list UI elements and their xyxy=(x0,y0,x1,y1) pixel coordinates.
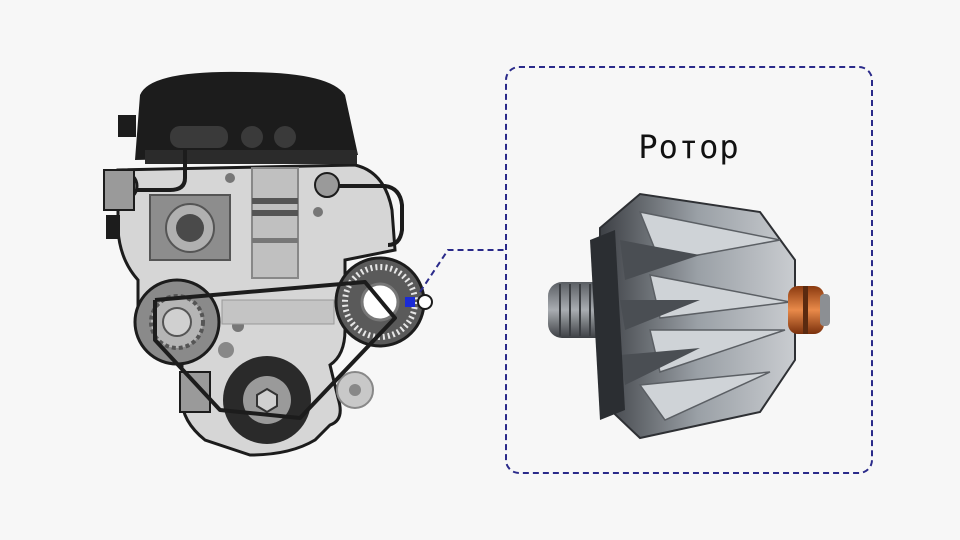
idler-hub xyxy=(349,384,361,396)
rotor-claw-fingers-dark xyxy=(620,240,700,385)
valve-cover-tab xyxy=(118,115,136,137)
bolt xyxy=(218,342,234,358)
lower-rail xyxy=(221,299,335,325)
drive-belt xyxy=(153,280,397,420)
valve-cover-plug xyxy=(274,126,296,148)
rotor-slip-ring-gap xyxy=(803,286,808,334)
side-housing xyxy=(103,169,135,211)
valve-cover-slot xyxy=(170,126,228,148)
callout-frame xyxy=(505,66,873,474)
center-plate xyxy=(251,167,299,279)
cam-pulley-hub xyxy=(162,307,192,337)
alternator-rotor-image xyxy=(548,192,830,440)
rotor-front-plate xyxy=(590,230,625,420)
side-tab xyxy=(106,215,120,239)
wire-harness xyxy=(130,148,187,192)
plate-stripe xyxy=(252,210,298,216)
hose xyxy=(338,184,404,247)
plate-stripe xyxy=(252,238,298,243)
crank-bolt xyxy=(256,387,278,414)
callout-title: Ротор xyxy=(638,128,740,166)
upper-bolt xyxy=(314,172,340,198)
alternator-marker xyxy=(405,297,415,307)
engine-illustration xyxy=(103,71,433,457)
plate-stripe xyxy=(252,198,298,204)
rotor-claw-fingers xyxy=(638,210,791,421)
bolt xyxy=(313,207,323,217)
bolt xyxy=(225,173,235,183)
valve-cover-band xyxy=(145,150,357,164)
valve-cover-plug xyxy=(241,126,263,148)
rotor-shaft-end xyxy=(820,294,830,326)
valve-cover xyxy=(135,71,358,160)
callout-leader-line xyxy=(419,249,506,293)
alternator-mount xyxy=(417,294,433,310)
distributor-center xyxy=(176,214,204,242)
